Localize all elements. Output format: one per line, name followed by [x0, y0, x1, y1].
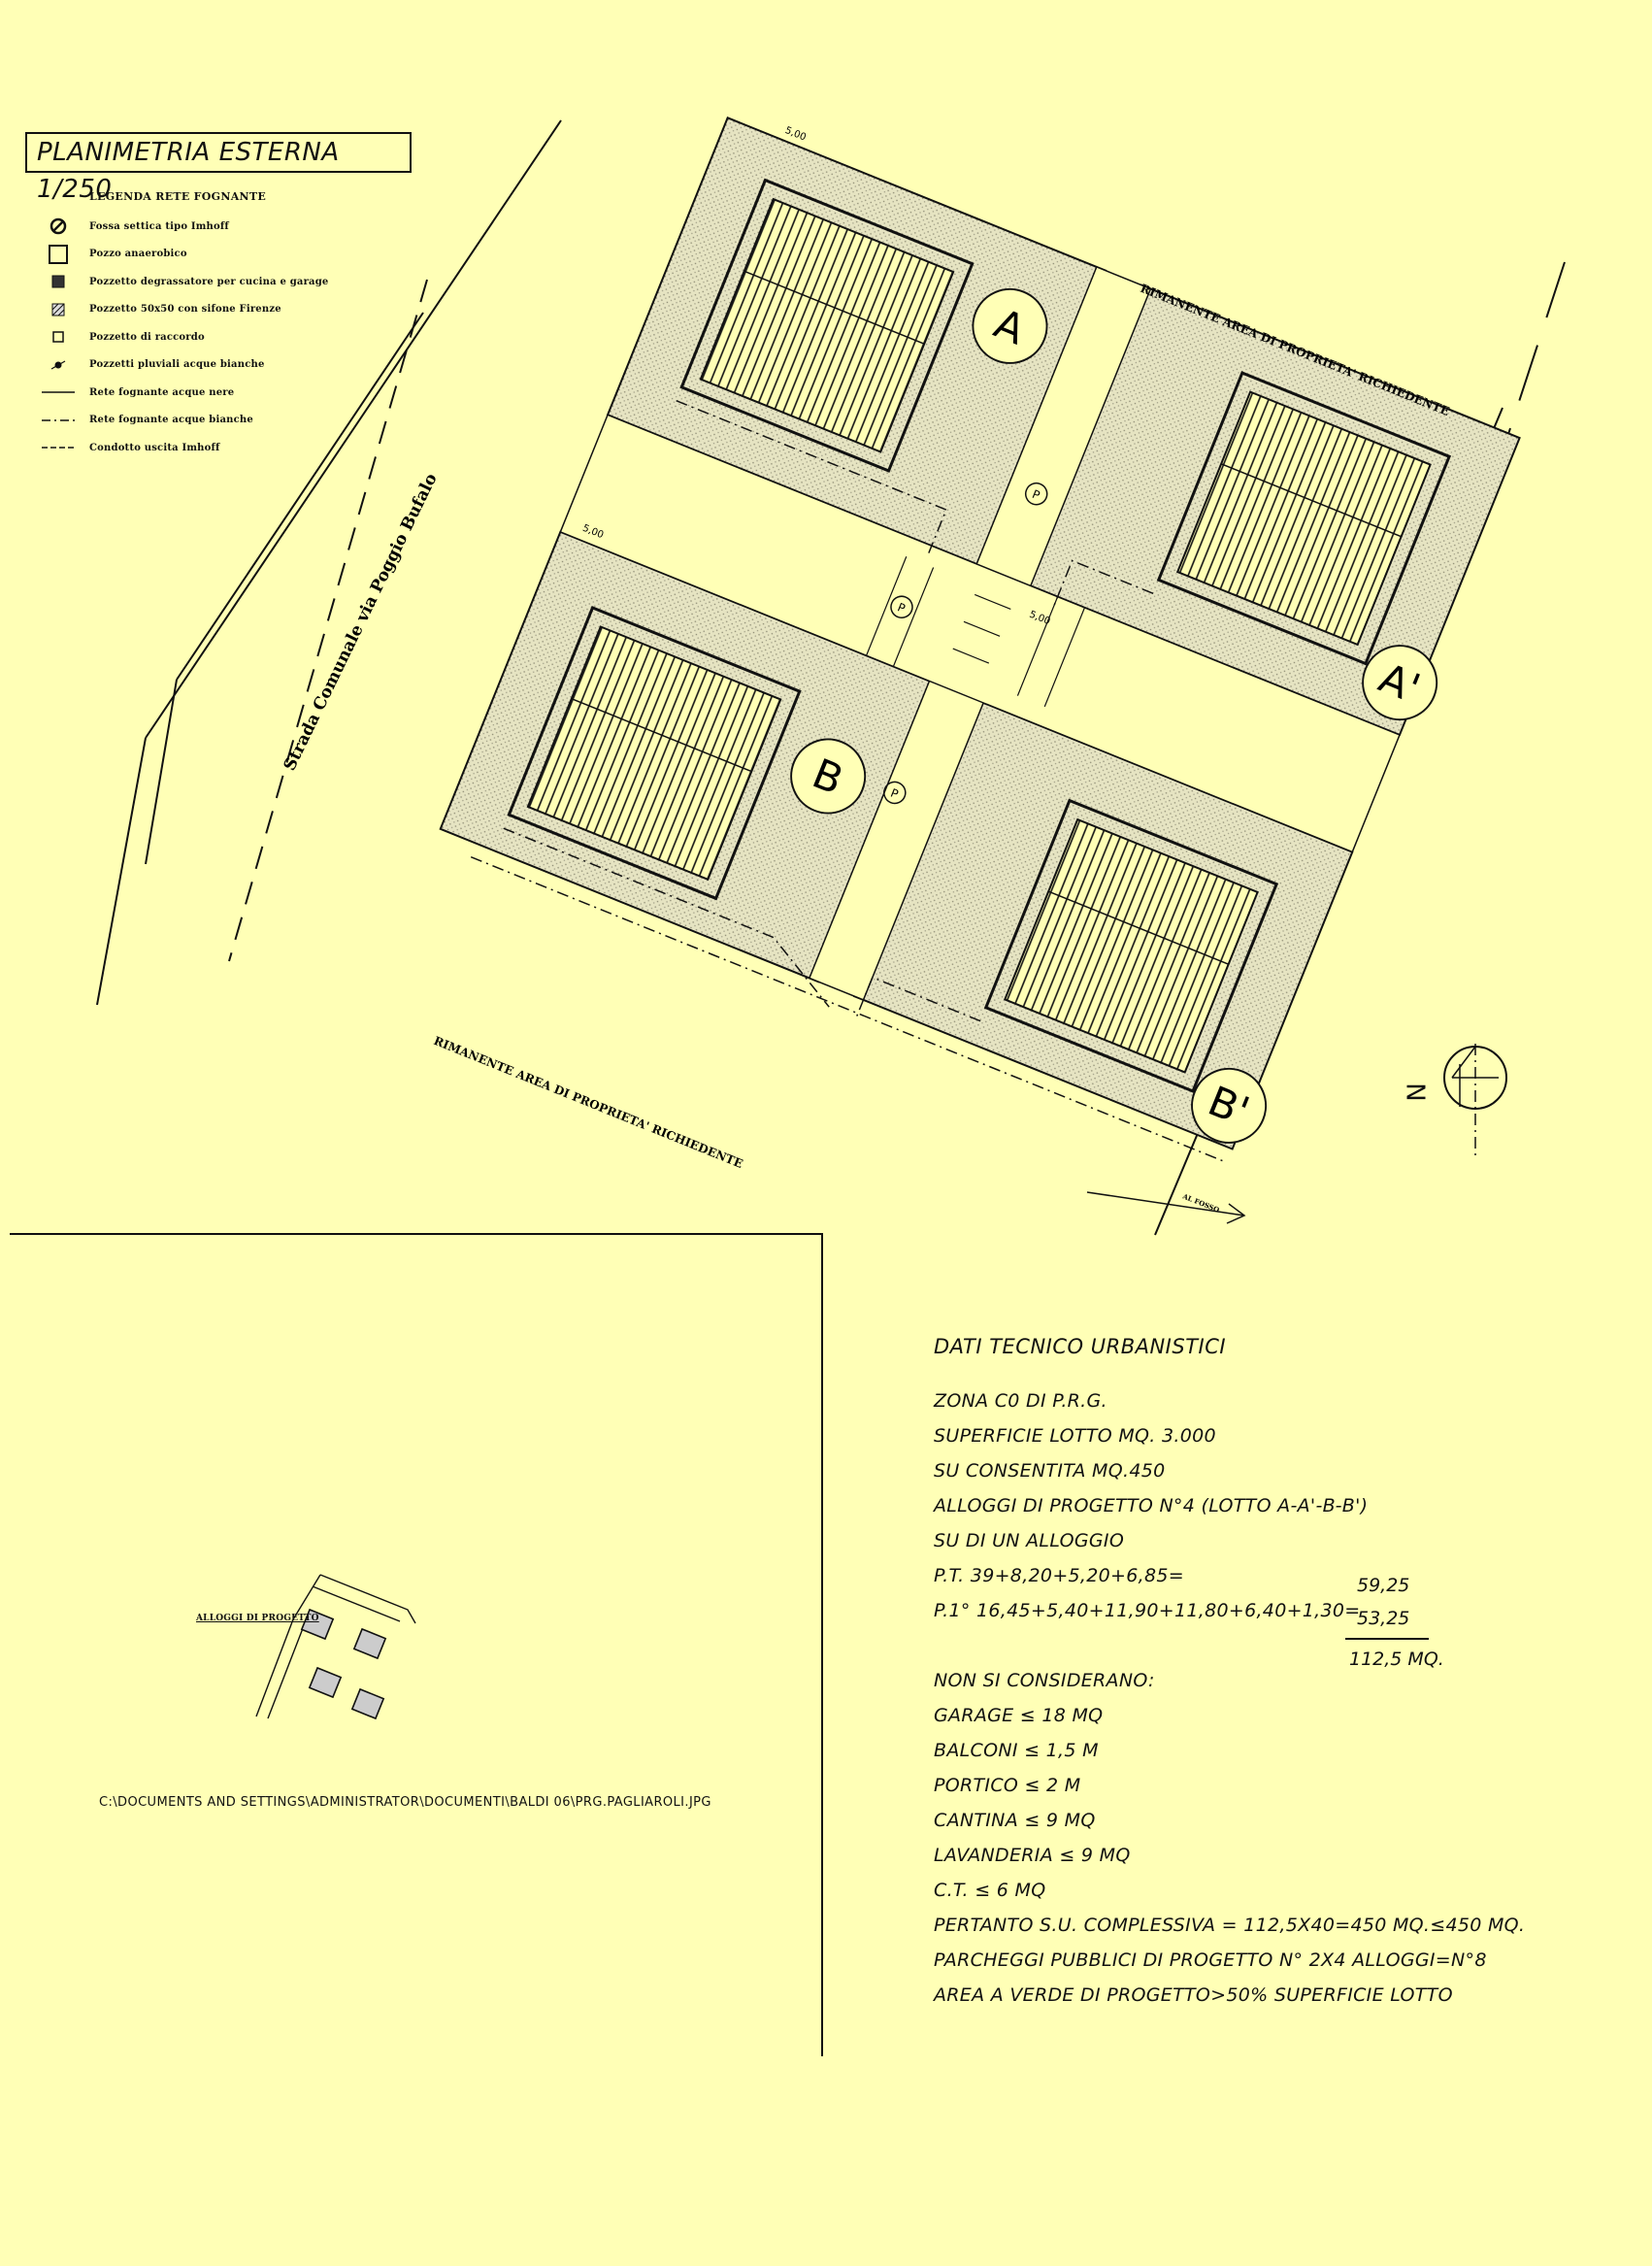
data-line: CANTINA ≤ 9 MQ [934, 1810, 1096, 1831]
square-symbol-icon [39, 244, 78, 265]
dashed-line-symbol-icon [39, 445, 78, 450]
data-line: LAVANDERIA ≤ 9 MQ [934, 1845, 1131, 1866]
legend-item: Rete fognante acque nere [39, 379, 408, 407]
filled-square-symbol-icon [39, 275, 78, 288]
data-line: PORTICO ≤ 2 M [934, 1775, 1081, 1796]
data-line: PARCHEGGI PUBBLICI DI PROGETTO N° 2X4 AL… [934, 1949, 1487, 1971]
lot-a-badge [972, 287, 1048, 364]
legend-item: Condotto uscita Imhoff [39, 434, 408, 462]
lot-a1-badge [1362, 645, 1438, 721]
parking-label: P [896, 600, 908, 616]
small-square-symbol-icon [39, 331, 78, 343]
solid-line-symbol-icon [39, 389, 78, 395]
data-line: NON SI CONSIDERANO: [934, 1670, 1155, 1691]
parking-symbol-icon [883, 781, 907, 805]
dash-dot-line-symbol-icon [39, 417, 78, 423]
dimension-label: 5,00 [783, 125, 808, 144]
legend-item: Pozzo anaerobico [39, 241, 408, 269]
legend-label: Condotto uscita Imhoff [89, 442, 220, 453]
legend-label: Pozzetti pluviali acque bianche [89, 359, 265, 371]
legend-item: Fossa settica tipo Imhoff [39, 213, 408, 241]
file-path: C:\DOCUMENTS AND SETTINGS\ADMINISTRATOR\… [99, 1795, 711, 1810]
parking-label: P [888, 786, 900, 802]
plan-title: PLANIMETRIA ESTERNA 1/250 [25, 132, 412, 204]
legend-label: Pozzetto 50x50 con sifone Firenze [89, 304, 281, 316]
north-label: N [1400, 1083, 1430, 1102]
sewer-network [470, 400, 1228, 1164]
data-line: BALCONI ≤ 1,5 M [934, 1740, 1099, 1761]
frame-line [821, 1233, 823, 2056]
lots-plan: A A' B B' P P P 5,00 5,00 5,00 [439, 117, 1521, 1164]
data-line: GARAGE ≤ 18 MQ [934, 1705, 1104, 1726]
data-line: C.T. ≤ 6 MQ [934, 1880, 1046, 1901]
rain-well-symbol-icon [39, 359, 78, 371]
hatched-square-symbol-icon [39, 303, 78, 317]
sewer-legend: LEGENDA RETE FOGNANTE Fossa settica tipo… [39, 190, 408, 462]
house-a [679, 178, 975, 473]
data-line: SUPERFICIE LOTTO MQ. 3.000 [934, 1425, 1216, 1447]
house-b1 [983, 798, 1279, 1093]
lot-b1-badge [1191, 1067, 1268, 1144]
data-title: DATI TECNICO URBANISTICI [934, 1335, 1227, 1358]
lot-b-badge [790, 738, 867, 815]
legend-item: Rete fognante acque bianche [39, 407, 408, 435]
data-line: AREA A VERDE DI PROGETTO>50% SUPERFICIE … [934, 1984, 1453, 2006]
legend-item: Pozzetto degrassatore per cucina e garag… [39, 268, 408, 296]
legend-item: Pozzetti pluviali acque bianche [39, 351, 408, 380]
data-line: P.1° 16,45+5,40+11,90+11,80+6,40+1,30= [934, 1600, 1361, 1621]
legend-item: Pozzetto di raccordo [39, 323, 408, 351]
data-line: SU CONSENTITA MQ.450 [934, 1460, 1166, 1482]
data-list: ZONA C0 DI P.R.G. SUPERFICIE LOTTO MQ. 3… [934, 1390, 1574, 2019]
legend-label: Rete fognante acque nere [89, 386, 235, 398]
parking-symbol-icon [1024, 482, 1048, 506]
parking-stalls [866, 556, 1086, 708]
sum-rule [1345, 1638, 1429, 1640]
legend-label: Fossa settica tipo Imhoff [89, 220, 229, 232]
sum-ground-floor: 59,25 [1357, 1575, 1410, 1596]
keymap-label: ALLOGGI DI PROGETTO [196, 1614, 319, 1623]
north-arrow-icon [1443, 1044, 1507, 1160]
data-line [934, 1635, 1574, 1670]
house-b [507, 606, 802, 901]
parking-symbol-icon [890, 595, 913, 618]
imhoff-symbol-icon [39, 217, 78, 236]
legend-label: Pozzetto di raccordo [89, 331, 205, 343]
data-line: SU DI UN ALLOGGIO [934, 1530, 1125, 1551]
data-line: ALLOGGI DI PROGETTO N°4 (LOTTO A-A'-B-B'… [934, 1495, 1369, 1516]
data-line: P.T. 39+8,20+5,20+6,85= [934, 1565, 1184, 1586]
legend-label: Pozzetto degrassatore per cucina e garag… [89, 276, 329, 287]
data-line: PERTANTO S.U. COMPLESSIVA = 112,5X40=450… [934, 1915, 1526, 1936]
frame-line [10, 1233, 823, 1235]
cross-road [559, 414, 1401, 853]
data-line: ZONA C0 DI P.R.G. [934, 1390, 1107, 1412]
parking-label: P [1030, 487, 1041, 503]
legend-label: Pozzo anaerobico [89, 249, 187, 260]
to-ditch-arrow-icon [1086, 1191, 1246, 1224]
house-a1 [1156, 371, 1452, 666]
legend-title: LEGENDA RETE FOGNANTE [89, 190, 267, 203]
key-map [255, 1574, 416, 1720]
sum-total: 112,5 MQ. [1349, 1649, 1444, 1670]
legend-label: Rete fognante acque bianche [89, 415, 253, 426]
street-label: Strada Comunale via Poggio Bufalo [281, 471, 442, 775]
site-plan: A A' B B' P P P 5,00 5,00 5,00 Strada Co… [96, 117, 1566, 1236]
remaining-area-bottom-label: RIMANENTE AREA DI PROPRIETA' RICHIEDENTE [432, 1034, 744, 1171]
legend-item: Pozzetto 50x50 con sifone Firenze [39, 296, 408, 324]
sum-first-floor: 53,25 [1357, 1608, 1410, 1629]
